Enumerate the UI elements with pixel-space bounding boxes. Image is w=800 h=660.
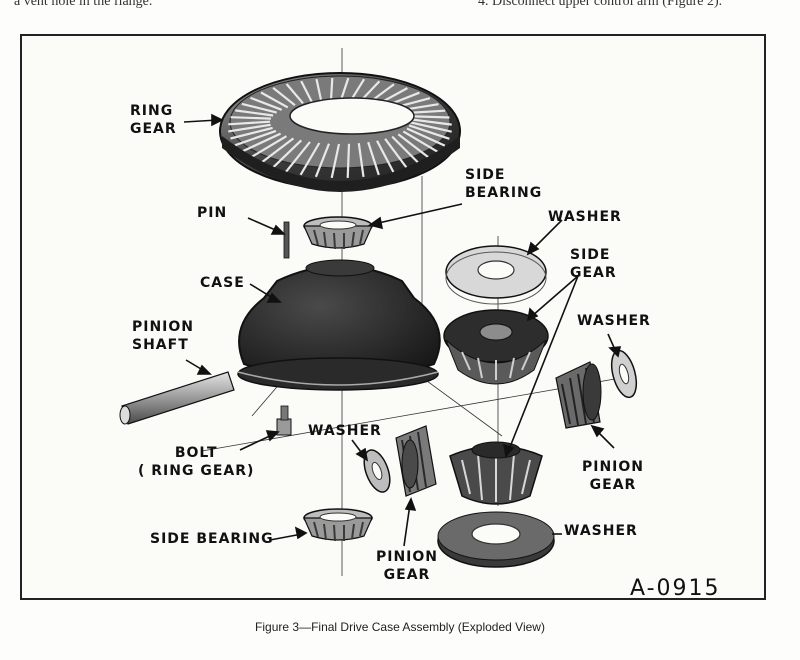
side-bearing-top <box>303 216 373 250</box>
ring-gear-tooth <box>235 109 274 117</box>
pinion-gear-bottom <box>395 425 437 497</box>
label-side-bearing-bottom: SIDE BEARING <box>150 531 274 547</box>
ring-gear-tooth <box>285 141 311 173</box>
ring-gear-tooth <box>406 127 446 147</box>
label-pinion-gear-right: PINION GEAR <box>582 459 645 493</box>
ring-gear-tooth <box>230 116 271 120</box>
top-body-text-left: a vent hole in the flange. <box>14 0 153 9</box>
ring-gear-tooth <box>376 140 395 173</box>
label-pinion-shaft: PINION SHAFT <box>132 319 195 353</box>
thrust-washer-top <box>445 245 547 305</box>
ring-gear-tooth <box>250 96 283 111</box>
ring-gear-tooth <box>259 137 295 165</box>
differential-case <box>237 259 441 391</box>
ring-gear-tooth <box>241 102 277 114</box>
ring-gear-tooth <box>330 143 341 179</box>
label-washer-mid: WASHER <box>308 423 382 439</box>
figure-caption: Figure 3—Final Drive Case Assembly (Expl… <box>255 620 545 634</box>
label-pin: PIN <box>197 205 228 221</box>
ring-gear-tooth <box>271 139 303 169</box>
pinion-gear-right <box>555 361 602 429</box>
label-pinion-gear-bottom: PINION GEAR <box>376 549 439 583</box>
ring-gear-tooth <box>230 126 273 140</box>
ring-gear-tooth <box>357 143 365 178</box>
label-case: CASE <box>200 275 245 291</box>
label-side-bearing-top: SIDE BEARING <box>465 167 543 201</box>
ring-gear-tooth <box>234 129 277 147</box>
side-bearing-bottom <box>303 508 373 542</box>
top-body-text-right: 4. Disconnect upper control arm (Figure … <box>478 0 723 9</box>
label-ring-gear: RING GEAR <box>130 103 177 137</box>
figure-id: A-0915 <box>630 576 721 601</box>
label-side-gear: SIDE GEAR <box>570 247 617 281</box>
ring-gear-tooth <box>260 91 289 109</box>
ring-gear-tooth <box>300 80 313 103</box>
ring-gear-tooth <box>228 120 271 126</box>
ring-gear-tooth <box>314 143 331 178</box>
lock-pin <box>283 221 290 259</box>
ring-gear-tooth <box>409 118 452 126</box>
ring-gear-tooth <box>249 135 287 159</box>
ring-gear-tooth <box>350 78 366 101</box>
ring-gear-tooth <box>285 83 304 105</box>
ring-gear-tooth <box>315 78 323 102</box>
ring-gear-tooth <box>397 133 431 159</box>
thrust-washer-right <box>610 349 638 399</box>
side-gear-upper <box>443 309 549 385</box>
label-washer-right: WASHER <box>577 313 651 329</box>
ring-gear-tooth <box>391 135 420 165</box>
thrust-washer-bottom <box>437 511 555 568</box>
ring-gear-tooth <box>402 130 439 154</box>
thrust-washer-mid <box>363 449 391 493</box>
ring-gear <box>219 72 461 192</box>
ring-gear-tooth <box>241 132 282 153</box>
ring-gear-tooth <box>228 123 271 133</box>
label-washer-top: WASHER <box>548 209 622 225</box>
figure-frame: RING GEAR SIDE BEARING PIN WASHER SIDE G… <box>20 34 766 601</box>
ring-gear-tooth <box>408 124 450 140</box>
label-bolt-ring-gear: BOLT ( RING GEAR) <box>138 445 255 479</box>
pinion-shaft <box>119 371 235 425</box>
side-gear-lower <box>449 441 543 505</box>
ring-gear-tooth <box>367 141 380 176</box>
label-washer-bottom: WASHER <box>564 523 638 539</box>
ring-gear-bolt <box>276 405 292 436</box>
ring-gear-tooth <box>329 78 334 101</box>
ring-gear-tooth <box>346 143 351 178</box>
ring-gear-tooth <box>272 87 296 107</box>
ring-gear-tooth <box>384 138 408 169</box>
leader-lines <box>183 113 622 547</box>
ring-gear-tooth <box>409 121 452 133</box>
ring-gear-tooth <box>299 142 321 176</box>
ring-gear-tooth <box>339 77 350 101</box>
exploded-view-drawing <box>119 48 638 576</box>
